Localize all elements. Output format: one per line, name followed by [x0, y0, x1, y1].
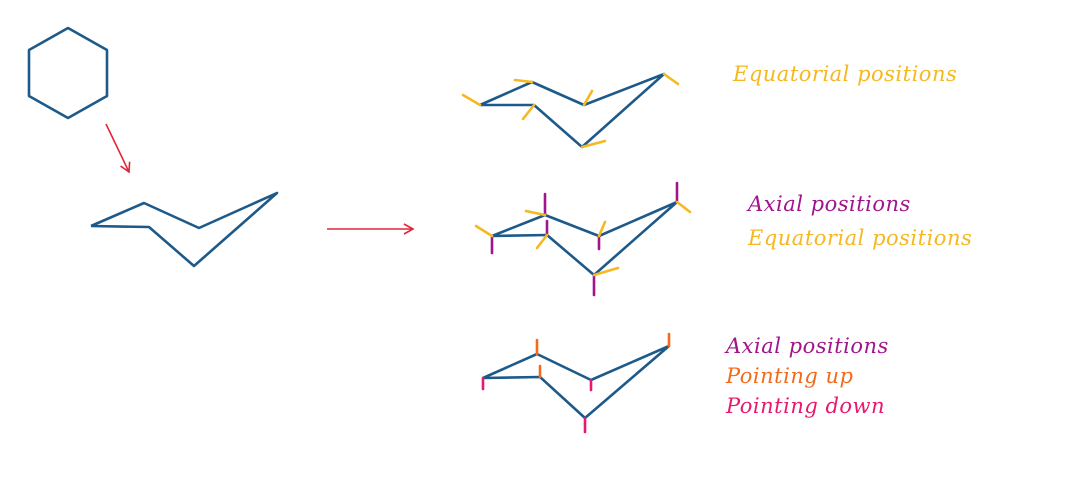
- label-equatorial-positions-2: Equatorial positions: [748, 226, 973, 250]
- substituent-bond: [461, 93, 482, 107]
- substituent-bond: [580, 139, 607, 149]
- chair-conformation: [90, 191, 279, 268]
- label-equatorial-positions-1: Equatorial positions: [733, 62, 958, 86]
- label-pointing-up: Pointing up: [726, 364, 854, 388]
- chair-panel-axial-up-down: [481, 332, 671, 434]
- chair-panel-equatorial: [461, 72, 680, 149]
- axial-down-bonds-3: [481, 376, 593, 434]
- arrow-hexagon-to-chair: [105, 123, 131, 174]
- equatorial-bonds-2: [474, 200, 692, 277]
- hexagon-ring: [27, 26, 109, 120]
- substituent-bond: [535, 233, 549, 250]
- chair-ring-1: [479, 72, 666, 149]
- equatorial-bonds-1: [461, 72, 680, 149]
- substituent-bond: [513, 78, 534, 84]
- label-axial-positions-3: Axial positions: [726, 334, 889, 358]
- chair-ring-3: [482, 344, 671, 420]
- substituent-bond: [474, 224, 494, 238]
- substituent-bond: [592, 266, 620, 277]
- chair-ring-2: [491, 200, 679, 277]
- substituent-bond: [662, 72, 680, 86]
- label-axial-positions-2: Axial positions: [748, 192, 911, 216]
- axial-up-bonds-3: [535, 332, 671, 379]
- label-pointing-down: Pointing down: [726, 394, 886, 418]
- substituent-bond: [521, 103, 536, 121]
- substituent-bond: [582, 89, 594, 107]
- substituent-bond: [675, 200, 692, 214]
- substituent-bond: [597, 220, 607, 238]
- chair-panel-axial-equatorial: [474, 181, 692, 297]
- axial-bonds-2: [490, 181, 679, 297]
- substituent-bond: [524, 209, 547, 217]
